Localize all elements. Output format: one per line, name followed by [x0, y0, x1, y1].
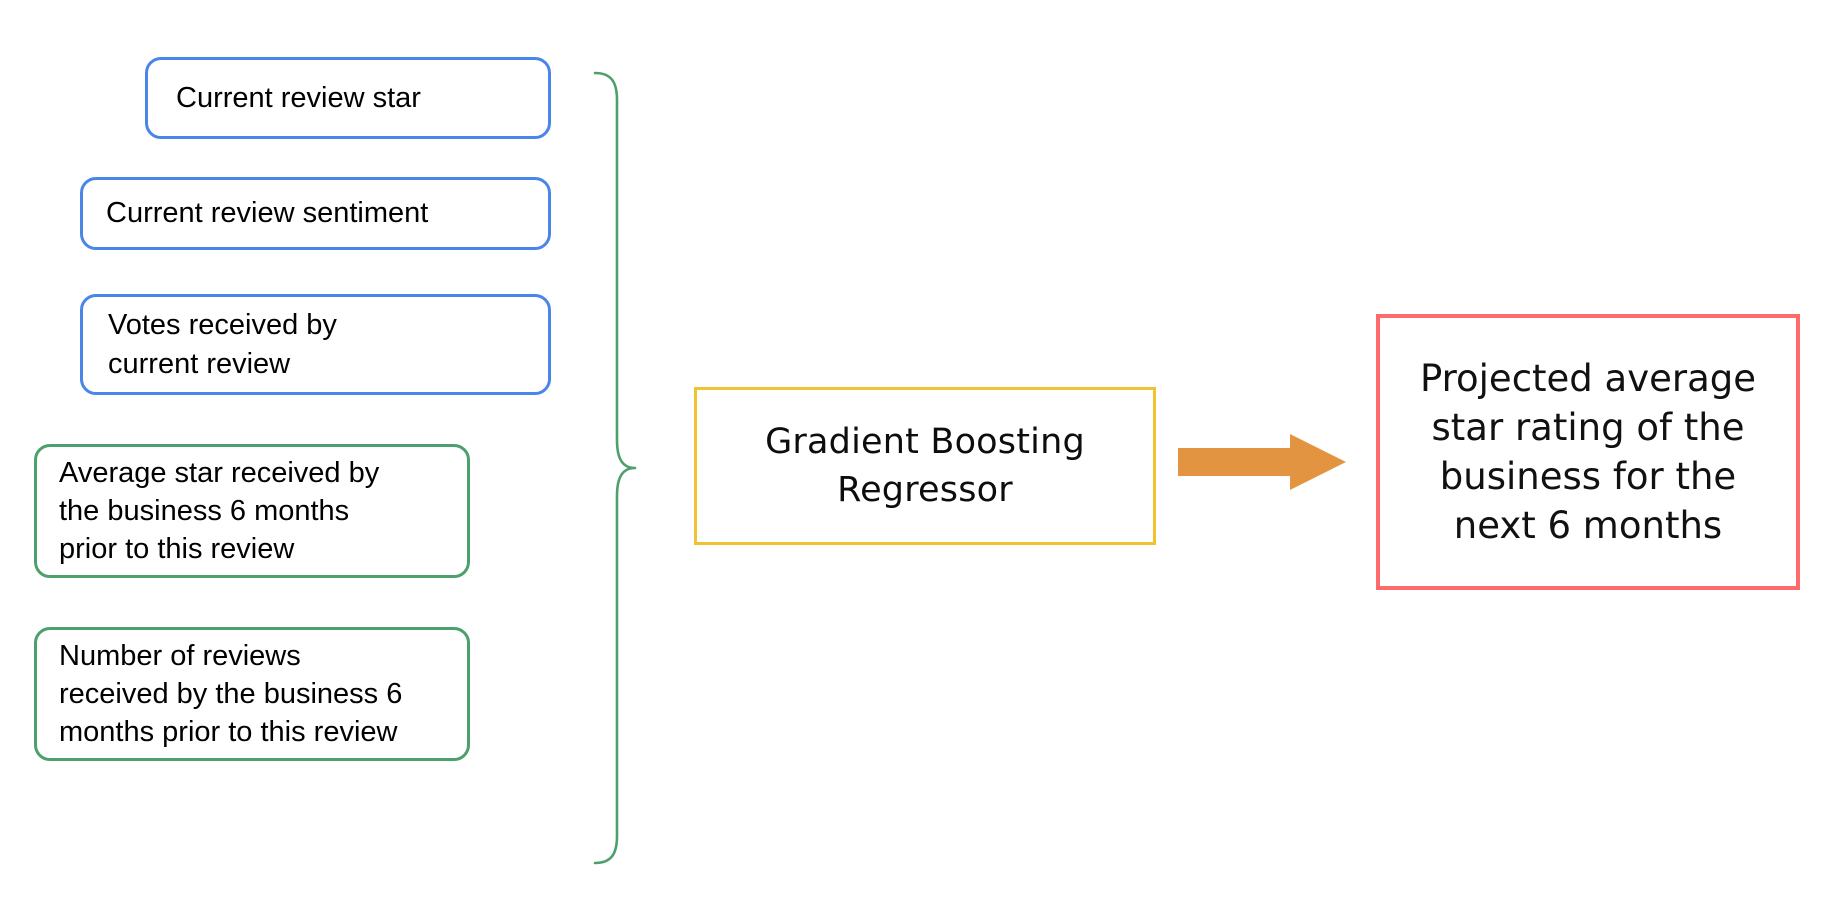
model-label: Gradient Boosting Regressor: [765, 421, 1085, 510]
curly-brace-icon: [593, 71, 637, 865]
output-box-projected-average-star-rating[interactable]: Projected average star rating of the bus…: [1376, 314, 1800, 590]
output-label: Projected average star rating of the bus…: [1419, 356, 1757, 548]
feature-box-average-star-prior[interactable]: Average star received by the business 6 …: [34, 444, 470, 578]
feature-label: Number of reviews received by the busine…: [59, 639, 403, 749]
model-box-gradient-boosting-regressor[interactable]: Gradient Boosting Regressor: [694, 387, 1156, 545]
right-arrow-icon: [1178, 434, 1346, 490]
feature-box-current-review-star[interactable]: Current review star: [145, 57, 551, 139]
feature-box-number-of-reviews-prior[interactable]: Number of reviews received by the busine…: [34, 627, 470, 761]
feature-box-votes-received[interactable]: Votes received by current review: [80, 294, 551, 395]
feature-label: Current review star: [176, 81, 421, 114]
feature-label: Votes received by current review: [108, 309, 337, 380]
feature-label: Current review sentiment: [106, 197, 429, 230]
feature-label: Average star received by the business 6 …: [59, 456, 380, 566]
feature-box-current-review-sentiment[interactable]: Current review sentiment: [80, 177, 551, 250]
